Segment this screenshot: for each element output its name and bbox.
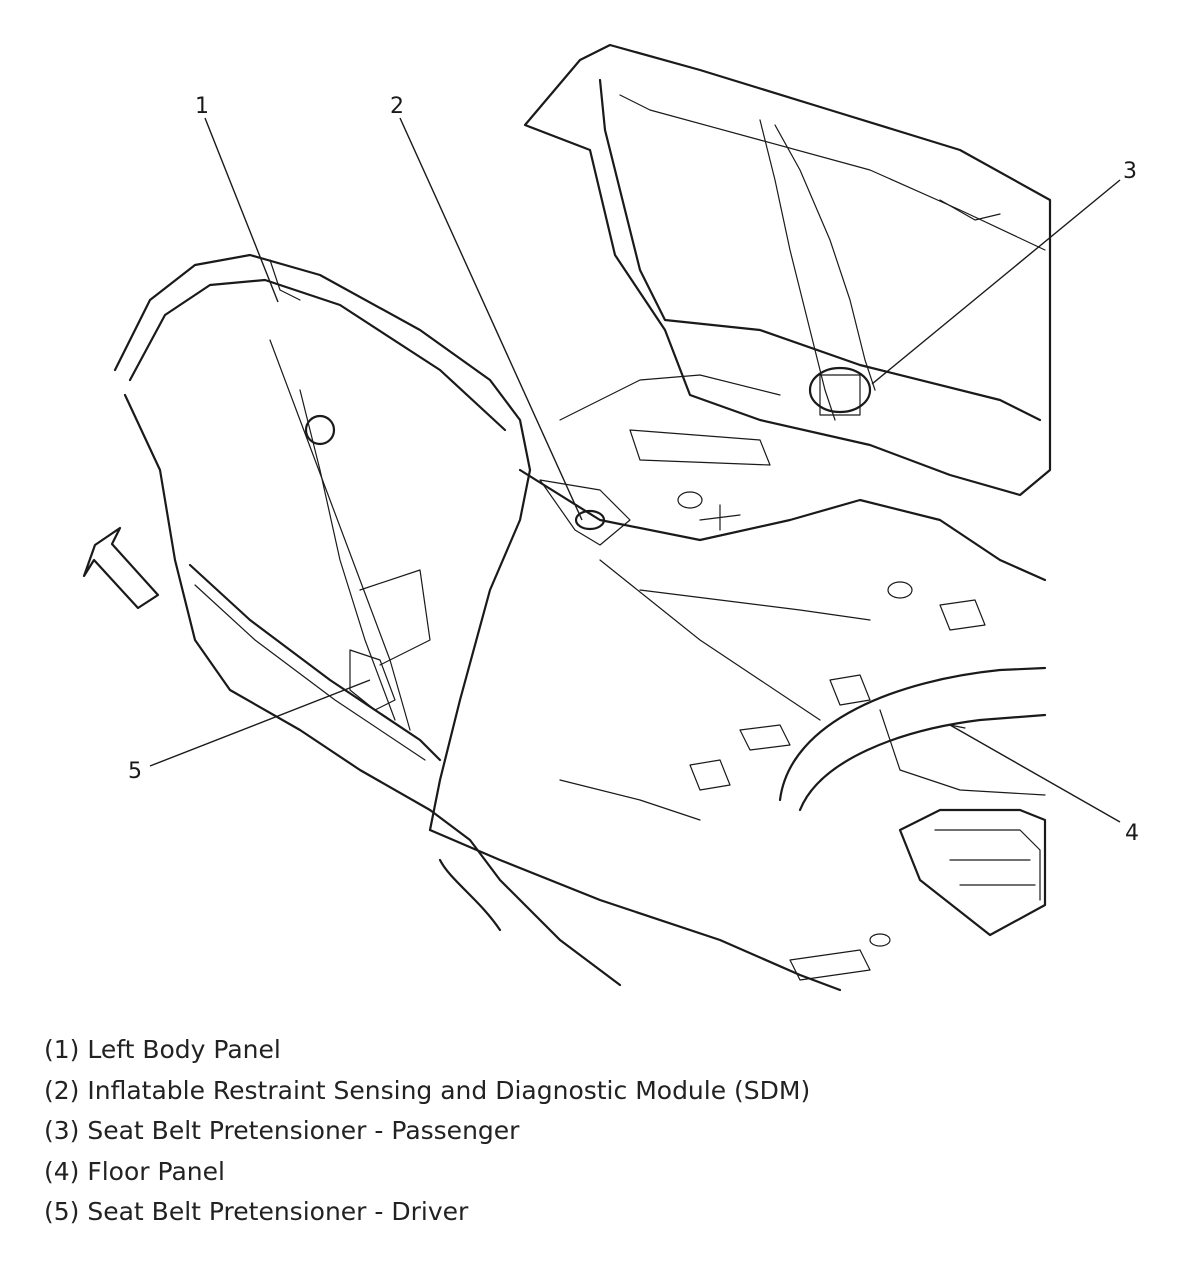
front-direction-arrow-icon — [82, 526, 160, 610]
callout-4: 4 — [1125, 821, 1139, 846]
legend-item-floor-panel: (4) Floor Panel — [44, 1156, 225, 1186]
legend-item-pretensioner-passenger: (3) Seat Belt Pretensioner - Passenger — [44, 1116, 520, 1145]
vehicle-body-drawing — [113, 43, 1052, 992]
leader-4 — [949, 724, 1121, 823]
legend-item-sdm: (2) Inflatable Restraint Sensing and Dia… — [44, 1075, 811, 1105]
legend-list: (1) Left Body Panel (2) Inflatable Restr… — [44, 1030, 810, 1233]
leader-5 — [149, 679, 371, 767]
leader-lines — [149, 117, 1121, 823]
vehicle-body-diagram: 1 2 3 4 5 — [82, 43, 1139, 992]
callout-5: 5 — [128, 759, 142, 784]
callout-1: 1 — [195, 94, 209, 119]
callout-2: 2 — [390, 94, 404, 119]
legend-item-pretensioner-driver: (5) Seat Belt Pretensioner - Driver — [44, 1197, 469, 1226]
callout-3: 3 — [1123, 159, 1137, 184]
leader-2 — [399, 117, 583, 521]
leader-3 — [871, 179, 1121, 385]
legend-item-left-body-panel: (1) Left Body Panel — [44, 1035, 281, 1064]
leader-1 — [204, 117, 279, 303]
